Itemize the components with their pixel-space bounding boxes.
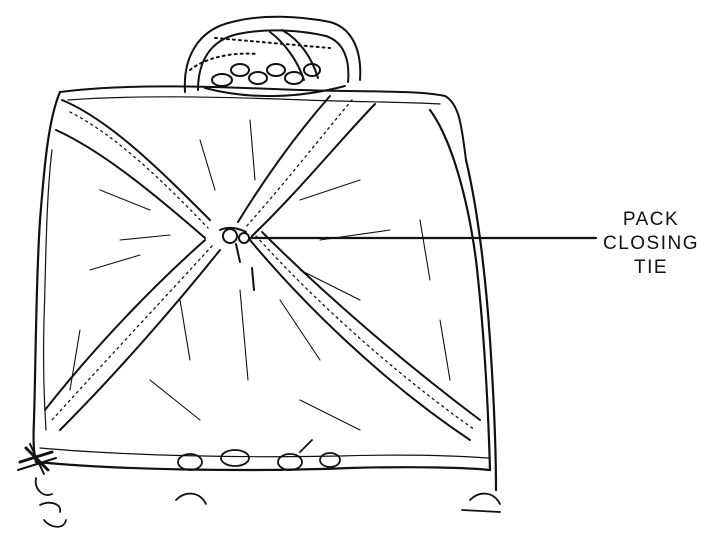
- closing-tie-knot: [220, 228, 254, 290]
- bottom-left-tie-cluster: [18, 444, 66, 527]
- callout-line-1: PACK: [596, 208, 706, 232]
- pack-closing-tie-label: PACK CLOSING TIE: [596, 208, 706, 280]
- bottom-stowed-items: [176, 440, 500, 512]
- pack-body-outline: [34, 92, 496, 490]
- top-handle-loops: [185, 17, 360, 96]
- callout-line-3: TIE: [596, 256, 706, 280]
- diagonal-flaps: [45, 96, 480, 440]
- callout-line-2: CLOSING: [596, 232, 706, 256]
- top-flap: [60, 86, 466, 160]
